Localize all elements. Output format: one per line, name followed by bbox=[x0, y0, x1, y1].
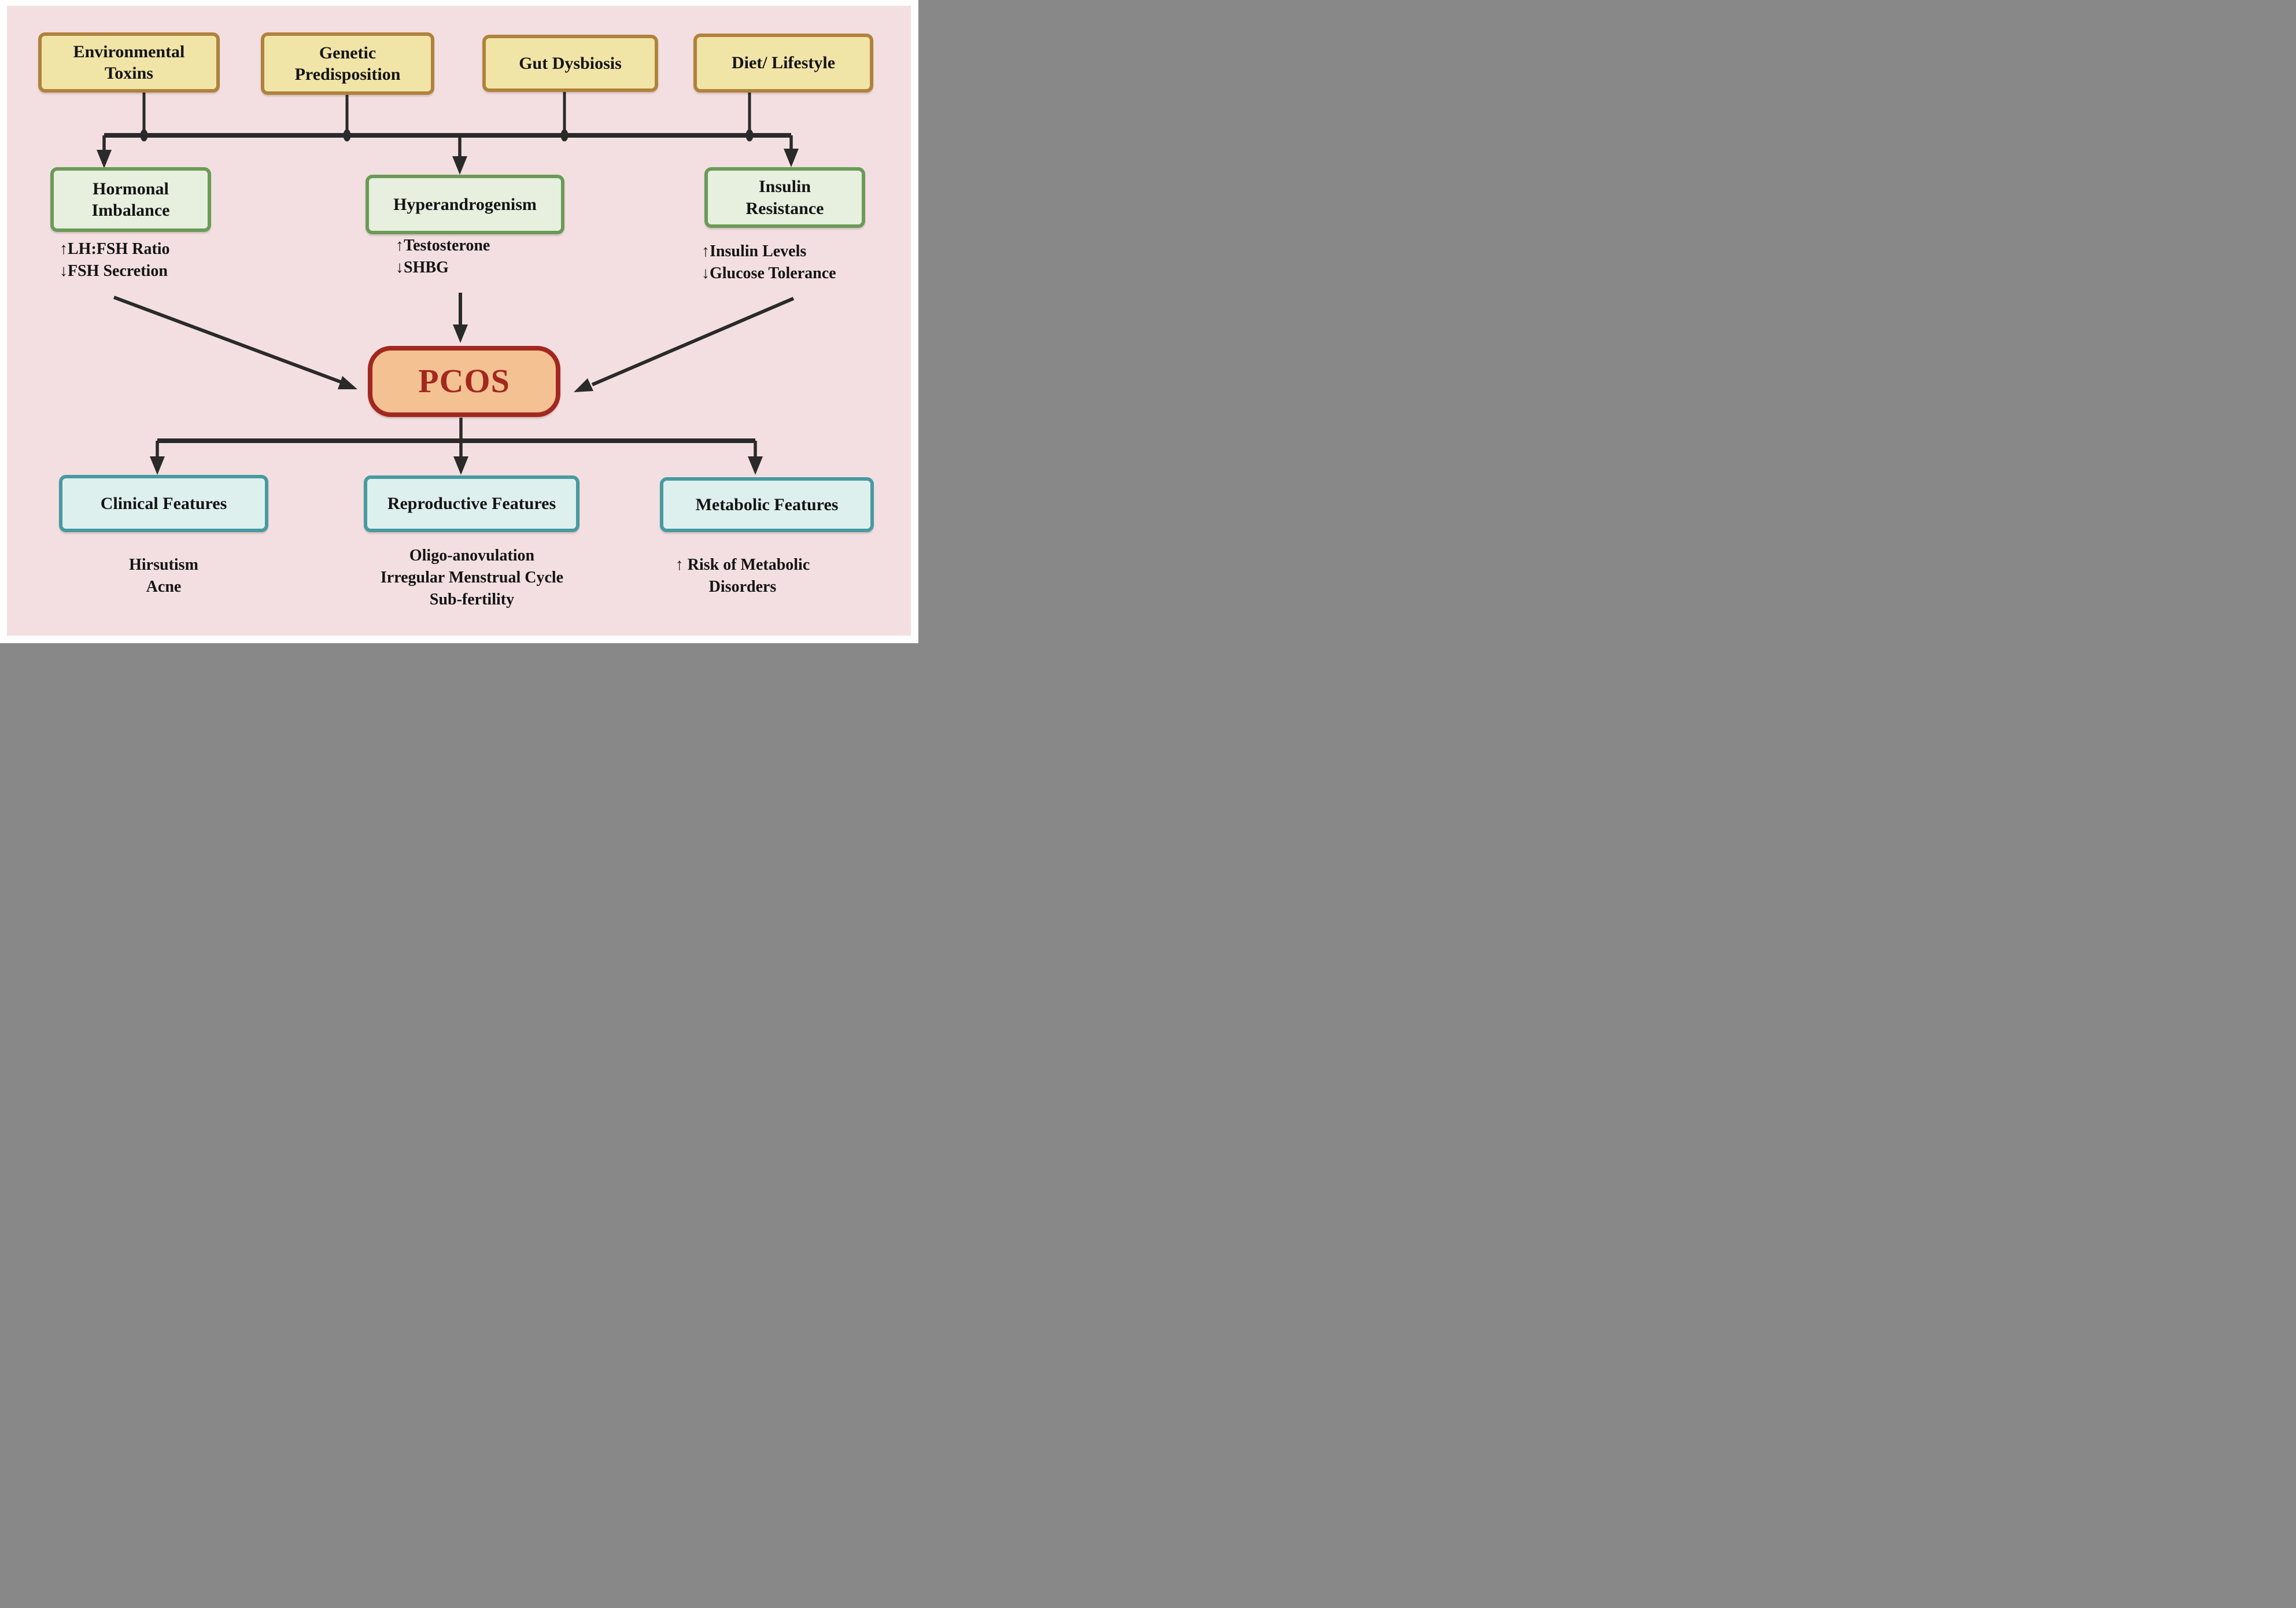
node-hyperandrogenism: Hyperandrogenism bbox=[366, 175, 564, 234]
node-hormonal-imbalance: Hormonal Imbalance bbox=[50, 167, 211, 232]
note-line: Oligo-anovulation bbox=[409, 547, 535, 565]
node-label: Reproductive Features bbox=[387, 494, 556, 514]
arrowhead-to-metabolic-features bbox=[748, 456, 763, 475]
node-label: Environmental Toxins bbox=[73, 42, 185, 83]
node-diet-lifestyle: Diet/ Lifestyle bbox=[693, 34, 873, 93]
arrowhead-to-hyperandrogenism bbox=[452, 156, 467, 175]
node-label: Metabolic Features bbox=[695, 495, 839, 514]
node-insulin-resistance: Insulin Resistance bbox=[704, 167, 865, 228]
connector-layer bbox=[97, 92, 799, 475]
insulin-resistance-notes: ↑Insulin Levels ↓Glucose Tolerance bbox=[702, 241, 836, 285]
junction-dot-diet bbox=[745, 129, 754, 142]
arrowhead-to-insulin-resistance bbox=[784, 149, 799, 167]
note-line: Acne bbox=[146, 578, 182, 596]
arrowhead-to-hormonal-imbalance bbox=[97, 150, 112, 168]
arrow-hormonal-to-pcos bbox=[113, 296, 343, 384]
note-line: ↑Testosterone bbox=[396, 237, 490, 255]
node-label: Hyperandrogenism bbox=[393, 194, 537, 214]
note-line: ↓FSH Secretion bbox=[60, 262, 168, 280]
node-label: Insulin Resistance bbox=[745, 177, 824, 218]
hyperandrogenism-notes: ↑Testosterone ↓SHBG bbox=[396, 235, 490, 279]
note-line: ↑ Risk of Metabolic Disorders bbox=[675, 556, 810, 596]
note-line: Sub-fertility bbox=[429, 591, 515, 608]
hormonal-imbalance-notes: ↑LH:FSH Ratio ↓FSH Secretion bbox=[60, 238, 170, 282]
arrowhead-insulin-to-pcos bbox=[574, 378, 593, 392]
node-label: PCOS bbox=[418, 362, 510, 400]
node-metabolic-features: Metabolic Features bbox=[660, 477, 874, 532]
note-line: ↓Glucose Tolerance bbox=[702, 264, 836, 282]
node-genetic-predisposition: Genetic Predisposition bbox=[261, 32, 434, 95]
node-label: Clinical Features bbox=[100, 493, 227, 513]
node-gut-dysbiosis: Gut Dysbiosis bbox=[482, 35, 658, 92]
note-line: Irregular Menstrual Cycle bbox=[380, 569, 564, 587]
arrowhead-hormonal-to-pcos bbox=[338, 376, 357, 389]
note-line: Hirsutism bbox=[129, 556, 198, 574]
arrowhead-hyperandrogenism-to-pcos bbox=[453, 324, 468, 343]
junction-dot-gut bbox=[560, 129, 569, 142]
junction-dot-genetic bbox=[343, 129, 351, 142]
node-environmental-toxins: Environmental Toxins bbox=[38, 32, 220, 93]
arrowhead-to-clinical-features bbox=[150, 456, 165, 475]
node-label: Genetic Predisposition bbox=[294, 43, 401, 84]
node-label: Hormonal Imbalance bbox=[91, 179, 170, 220]
note-line: ↓SHBG bbox=[396, 259, 449, 276]
node-label: Diet/ Lifestyle bbox=[731, 53, 836, 73]
note-line: ↑Insulin Levels bbox=[702, 242, 807, 260]
junction-dot-environmental bbox=[140, 129, 148, 142]
node-label: Gut Dysbiosis bbox=[519, 53, 622, 73]
reproductive-features-notes: Oligo-anovulation Irregular Menstrual Cy… bbox=[368, 545, 576, 611]
node-pcos: PCOS bbox=[368, 346, 560, 417]
note-line: ↑LH:FSH Ratio bbox=[60, 240, 170, 258]
arrow-insulin-to-pcos bbox=[591, 297, 795, 386]
arrowhead-to-reproductive-features bbox=[453, 456, 468, 475]
clinical-features-notes: Hirsutism Acne bbox=[77, 554, 250, 598]
diagram-canvas: Environmental Toxins Genetic Predisposit… bbox=[0, 0, 918, 643]
node-reproductive-features: Reproductive Features bbox=[364, 475, 579, 532]
node-clinical-features: Clinical Features bbox=[59, 475, 268, 532]
metabolic-features-notes: ↑ Risk of Metabolic Disorders bbox=[656, 554, 829, 598]
